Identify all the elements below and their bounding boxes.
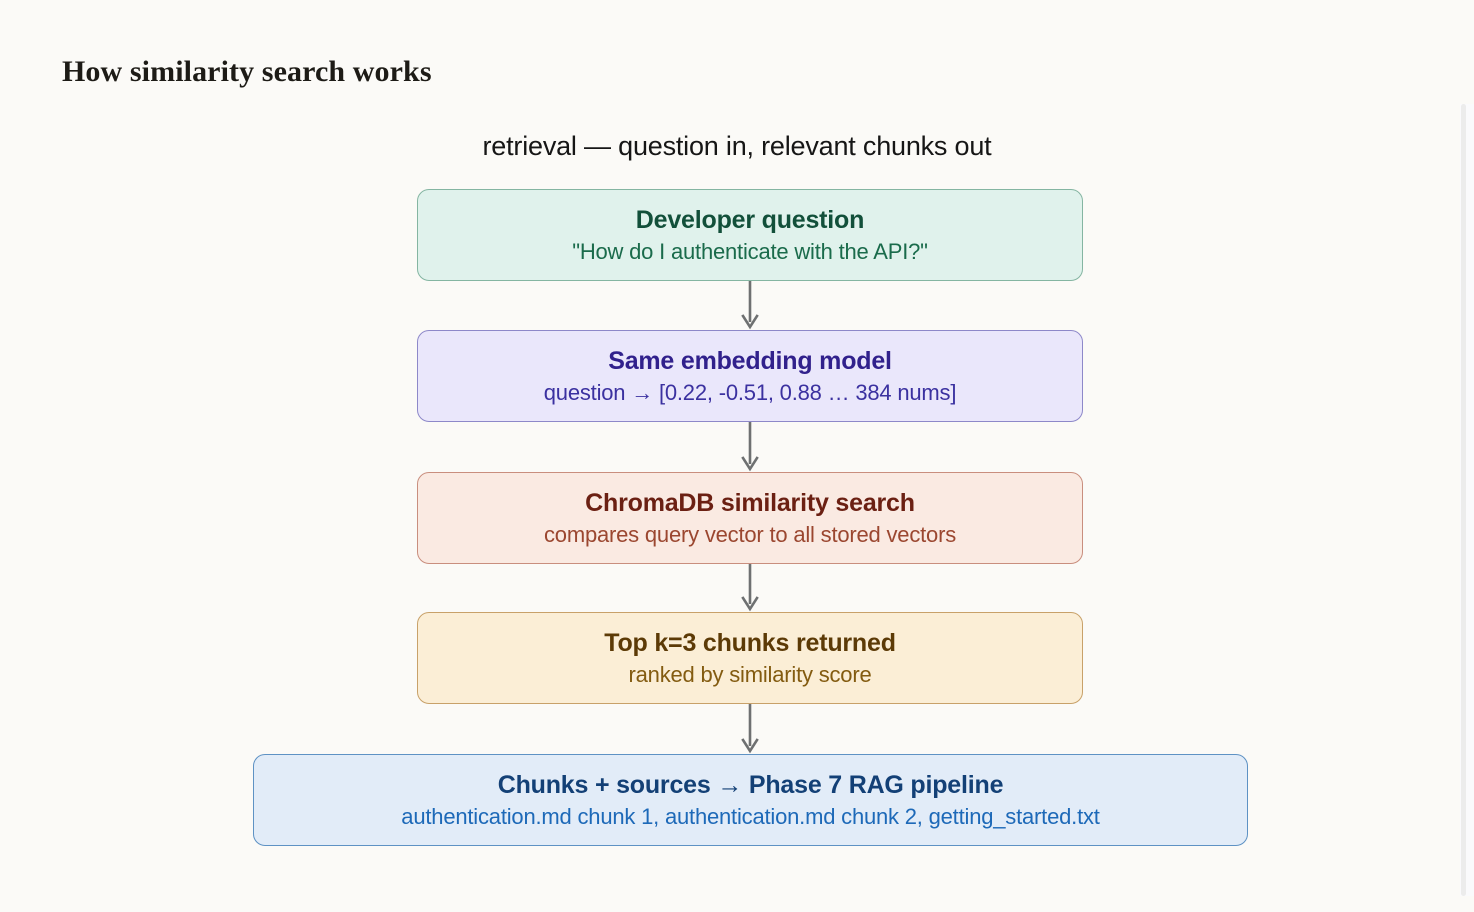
flow-node-subtitle: authentication.md chunk 1, authenticatio… bbox=[401, 804, 1100, 830]
down-arrow-icon bbox=[734, 422, 766, 472]
flow-node-same-embedding-model: Same embedding model question → [0.22, -… bbox=[417, 330, 1083, 422]
down-arrow-icon bbox=[734, 281, 766, 330]
flowchart-subtitle: retrieval — question in, relevant chunks… bbox=[482, 131, 992, 161]
flow-node-title: Top k=3 chunks returned bbox=[604, 628, 896, 657]
flow-node-chunks-sources-output: Chunks + sources → Phase 7 RAG pipeline … bbox=[253, 754, 1248, 846]
flow-node-subtitle: ranked by similarity score bbox=[628, 662, 872, 688]
flow-node-top-k-chunks-returned: Top k=3 chunks returned ranked by simila… bbox=[417, 612, 1083, 704]
down-arrow-icon bbox=[734, 704, 766, 754]
flow-node-title: Same embedding model bbox=[608, 346, 892, 375]
flow-node-chromadb-similarity-search: ChromaDB similarity search compares quer… bbox=[417, 472, 1083, 564]
flow-node-subtitle: compares query vector to all stored vect… bbox=[543, 522, 957, 548]
scrollbar-thumb[interactable] bbox=[1461, 104, 1466, 896]
flow-node-subtitle: "How do I authenticate with the API?" bbox=[572, 239, 928, 265]
flow-node-title: Developer question bbox=[635, 205, 865, 234]
page-title: How similarity search works bbox=[62, 55, 432, 88]
down-arrow-icon bbox=[734, 564, 766, 612]
flow-node-title: ChromaDB similarity search bbox=[585, 488, 915, 517]
flow-node-title: Chunks + sources → Phase 7 RAG pipeline bbox=[497, 770, 1004, 799]
flow-node-subtitle: question → [0.22, -0.51, 0.88 … 384 nums… bbox=[543, 380, 957, 406]
flow-node-developer-question: Developer question "How do I authenticat… bbox=[417, 189, 1083, 281]
